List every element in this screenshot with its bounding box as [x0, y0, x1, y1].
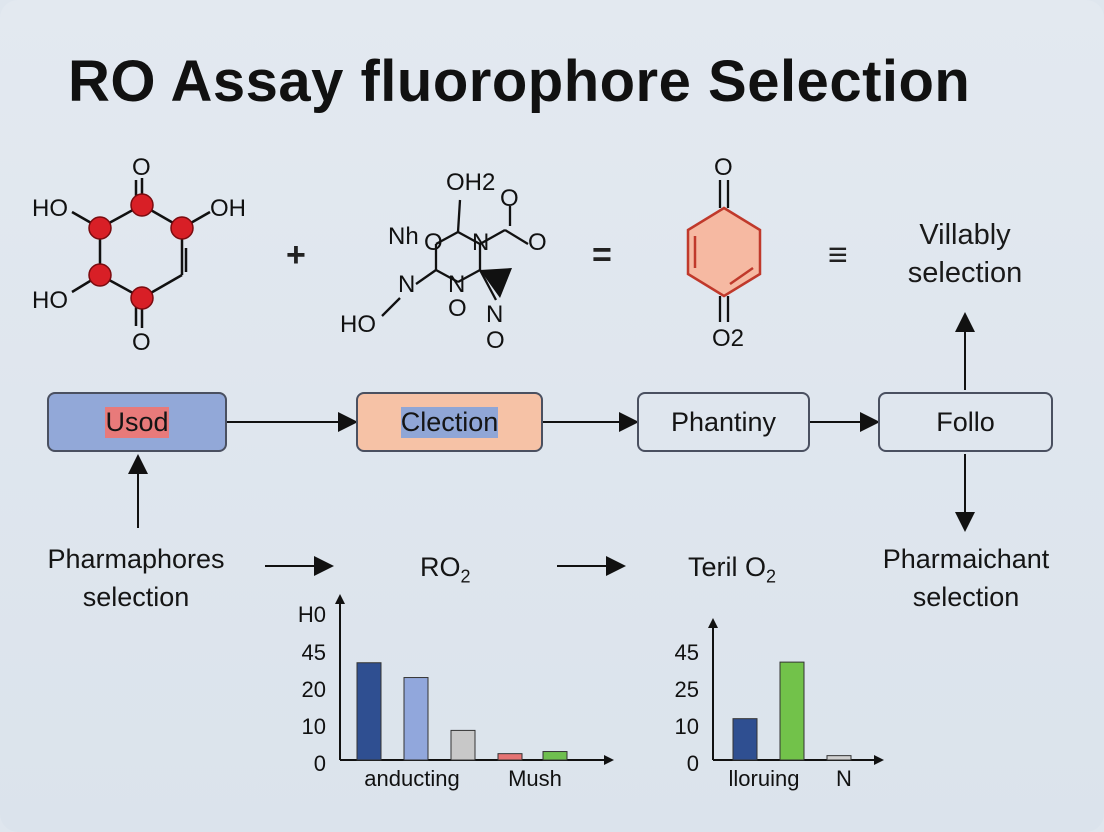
- atom-circle: [88, 263, 112, 287]
- x-tick-label: N: [836, 766, 852, 791]
- bar: [497, 753, 523, 761]
- pharmaichant-selection-label: Pharmaichant selection: [866, 540, 1066, 616]
- atom-label: O: [424, 229, 443, 256]
- label-line: Pharmaphores: [47, 544, 225, 574]
- x-tick-label: anducting: [364, 766, 459, 791]
- atom-label: HO: [340, 311, 376, 338]
- y-tick-label: 0: [314, 751, 326, 776]
- flow-node-clection: Clection: [356, 392, 543, 452]
- ro2-label: RO2: [420, 548, 471, 595]
- atom-label: O: [714, 154, 733, 181]
- atom-label: OH: [210, 195, 246, 222]
- flow-node-label: Usod: [105, 406, 169, 438]
- x-tick-label: Mush: [508, 766, 562, 791]
- atom-label: O2: [712, 325, 744, 352]
- flow-node-phantiny: Phantiny: [637, 392, 810, 452]
- plus-sign: +: [286, 236, 306, 274]
- y-tick-label: 20: [302, 677, 326, 702]
- pharmaphores-selection-label: Pharmaphores selection: [30, 540, 242, 616]
- x-tick-label: lloruing: [729, 766, 800, 791]
- flow-node-label: Clection: [400, 406, 499, 438]
- atom-label: OH2: [446, 169, 495, 196]
- y-tick-label: 10: [675, 714, 699, 739]
- wedge-bond: [480, 268, 512, 298]
- atom-label: Nh: [388, 223, 419, 250]
- atom-circle: [170, 216, 194, 240]
- result-label: Villably selection: [890, 216, 1040, 292]
- y-tick-label: 0: [687, 751, 699, 776]
- y-tick-label: 25: [675, 677, 699, 702]
- x-axis-arrowhead: [874, 755, 884, 765]
- label-main: RO: [420, 552, 461, 582]
- quinone-ring: [686, 206, 762, 298]
- atom-label: N: [472, 229, 489, 256]
- flow-node-label: Follo: [936, 406, 995, 437]
- bar: [732, 718, 758, 761]
- result-label-line1: Villably: [919, 219, 1011, 251]
- flow-node-label: Phantiny: [670, 406, 777, 437]
- label-main: Teril O: [688, 552, 767, 582]
- atom-label: N: [486, 301, 503, 328]
- atom-label: HO: [32, 195, 68, 222]
- y-tick-label: 45: [302, 640, 326, 665]
- atom-label: N: [398, 271, 415, 298]
- atom-label: O: [448, 295, 467, 322]
- atom-label: N: [448, 271, 465, 298]
- atom-circle: [88, 216, 112, 240]
- label-sub: 2: [766, 566, 777, 587]
- result-label-line2: selection: [907, 257, 1023, 289]
- label-line: selection: [912, 582, 1020, 612]
- bar: [403, 677, 429, 761]
- label-line: Pharmaichant: [882, 544, 1050, 574]
- flow-node-usod: Usod: [47, 392, 227, 452]
- y-axis-arrowhead: [335, 594, 345, 604]
- y-tick-label: 10: [302, 714, 326, 739]
- atom-circle: [130, 193, 154, 217]
- bar: [779, 661, 805, 761]
- atom-label: O: [132, 329, 151, 356]
- bar: [826, 755, 852, 761]
- atom-label: O: [528, 229, 547, 256]
- label-sub: 2: [460, 566, 471, 587]
- label-line: selection: [82, 582, 190, 612]
- teril-o2-label: Teril O2: [688, 548, 776, 595]
- atom-label: O: [486, 327, 505, 354]
- page-title: RO Assay fluorophore Selection: [68, 49, 971, 114]
- atom-label: O: [500, 185, 519, 212]
- atom-label: HO: [32, 287, 68, 314]
- triple-bar-sign: ≡: [828, 236, 848, 274]
- x-axis-arrowhead: [604, 755, 614, 765]
- bar: [356, 662, 382, 761]
- equals-sign: =: [592, 236, 612, 274]
- atom-label: O: [132, 154, 151, 181]
- y-tick-label: H0: [298, 602, 326, 627]
- y-tick-label: 45: [675, 640, 699, 665]
- flow-node-follo: Follo: [878, 392, 1053, 452]
- bar: [542, 751, 568, 761]
- atom-circle: [130, 286, 154, 310]
- y-axis-arrowhead: [708, 618, 718, 628]
- bar: [450, 729, 476, 761]
